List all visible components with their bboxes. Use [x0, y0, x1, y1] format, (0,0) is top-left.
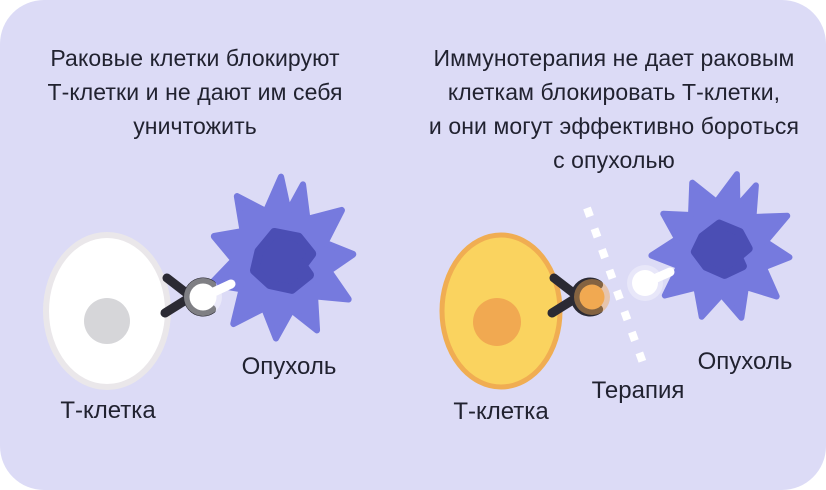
- right-drug-ball: [579, 284, 605, 310]
- headline-left-line2: Т-клетки и не дают им себя: [47, 79, 343, 105]
- headline-right-line1: Иммунотерапия не дает раковым: [433, 45, 795, 71]
- headline-left-line3: уничтожить: [133, 113, 257, 139]
- label-tcell-left: Т-клетка: [60, 397, 156, 424]
- headline-right-line3: и они могут эффективно бороться: [428, 113, 800, 139]
- left-receptor-icon: [160, 273, 217, 318]
- left-tcell-nucleus: [84, 298, 130, 344]
- right-tcell-nucleus: [473, 298, 521, 346]
- left-tumor-nucleus: [250, 227, 317, 294]
- right-receptor-icon: [547, 273, 604, 318]
- right-tumor-nucleus: [690, 219, 753, 279]
- right-antigen-ball: [632, 270, 658, 296]
- left-antigen-ball: [189, 283, 217, 311]
- headline-left: Раковые клетки блокируют Т-клетки и не д…: [30, 41, 360, 143]
- headline-left-line1: Раковые клетки блокируют: [50, 45, 340, 71]
- headline-right: Иммунотерапия не дает раковым клеткам бл…: [409, 41, 819, 177]
- label-tcell-right: Т-клетка: [453, 398, 549, 425]
- headline-right-line4: с опухолью: [553, 147, 675, 173]
- headline-right-line2: клеткам блокировать Т-клетки,: [447, 79, 781, 105]
- therapy-dashed-line: [583, 206, 647, 365]
- label-tumor-right: Опухоль: [697, 348, 793, 375]
- label-therapy: Терапия: [591, 377, 685, 404]
- label-tumor-left: Опухоль: [241, 353, 337, 380]
